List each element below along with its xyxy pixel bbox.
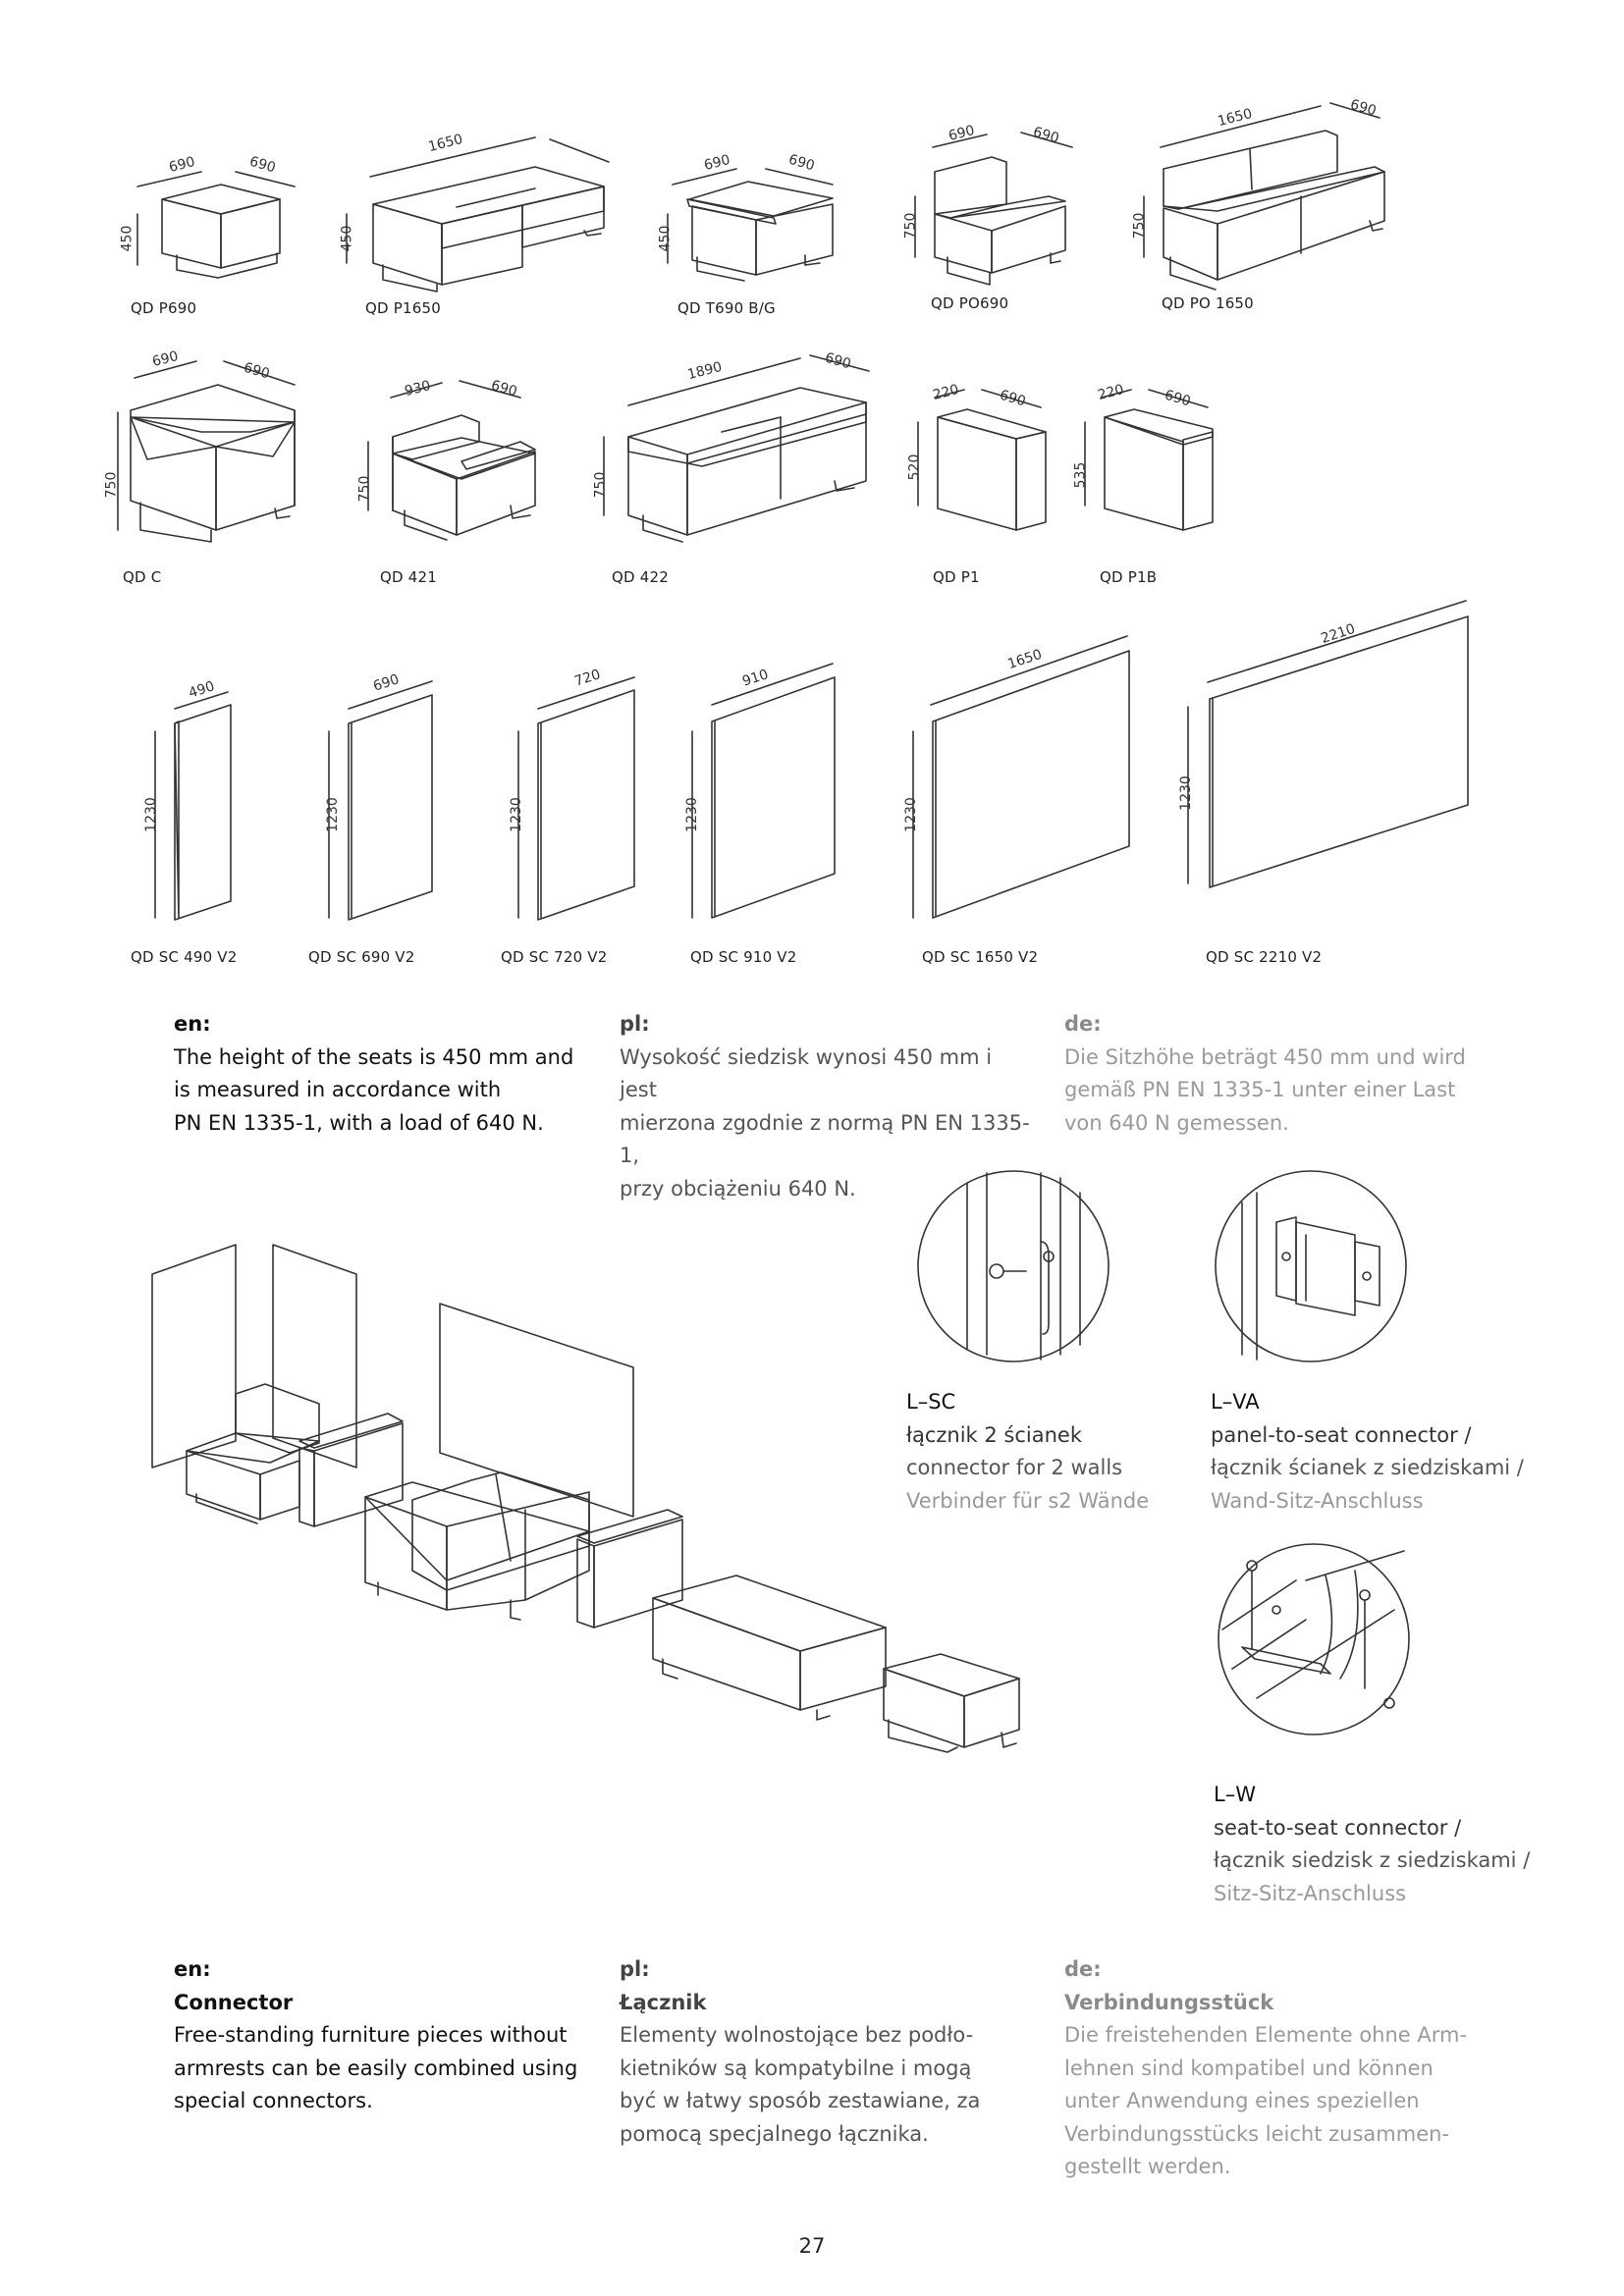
screen-code: QD SC 1650 V2 [922, 948, 1039, 966]
dim: 1230 [324, 797, 341, 832]
dim: 1230 [142, 797, 159, 832]
dim: 930 [403, 378, 433, 400]
drawing-qd-421 [367, 380, 536, 541]
drawing-qd-po690 [914, 132, 1073, 286]
drawing-qd-sc-690 [328, 680, 433, 921]
dim: 2210 [1319, 620, 1358, 648]
dim: 690 [1163, 387, 1193, 410]
drawing-qd-p1b [1084, 389, 1214, 531]
dim: 1650 [426, 131, 465, 156]
dim: 1650 [1216, 105, 1255, 131]
drawing-qd-po1650 [1143, 102, 1385, 291]
dim: 690 [150, 348, 181, 370]
seat-note-de: de: Die Sitzhöhe beträgt 450 mm und wird… [1064, 1012, 1466, 1135]
drawing-qd-p1 [917, 389, 1047, 531]
detail-l-w [1218, 1543, 1410, 1735]
dim: 720 [572, 667, 603, 690]
product-code: QD 422 [612, 568, 669, 586]
dim: 750 [1131, 212, 1148, 240]
drawing-qd-p1650 [346, 136, 610, 293]
dim: 220 [931, 382, 961, 403]
drawing-qd-sc-1650 [912, 635, 1130, 919]
dim: 690 [947, 123, 977, 144]
dim: 520 [906, 454, 923, 481]
dim: 690 [242, 359, 272, 383]
dim: 1230 [1177, 775, 1194, 811]
product-code: QD 421 [380, 568, 437, 586]
drawing-qd-t690 [667, 168, 834, 282]
dim: 535 [1072, 461, 1089, 489]
connector-l-va: L–VA panel-to-seat connector / łącznik ś… [1211, 1390, 1524, 1513]
product-code: QD P690 [131, 299, 197, 317]
dim: 1230 [508, 797, 524, 832]
drawing-combination-scene [151, 1244, 1020, 1753]
dim: 750 [592, 471, 609, 499]
screen-code: QD SC 690 V2 [308, 948, 415, 966]
drawing-qd-sc-2210 [1187, 600, 1469, 888]
drawing-qd-c [117, 360, 296, 543]
product-code: QD P1650 [365, 299, 441, 317]
screen-code: QD SC 490 V2 [131, 948, 238, 966]
product-code: QD T690 B/G [677, 299, 776, 317]
connector-note-en: en: Connector Free-standing furniture pi… [174, 1957, 578, 2112]
product-code: QD P1 [933, 568, 980, 586]
dim: 690 [1031, 124, 1061, 147]
dim: 450 [657, 225, 674, 252]
drawing-qd-sc-910 [691, 663, 836, 919]
dim: 450 [119, 225, 135, 252]
dim: 690 [823, 349, 853, 373]
page-number: 27 [798, 2234, 826, 2258]
connector-note-pl: pl: Łącznik Elementy wolnostojące bez po… [620, 1957, 981, 2146]
dim: 690 [167, 154, 197, 176]
dimension-labels: 690 690 450 1650 450 690 690 450 690 690… [0, 0, 1624, 982]
dim: 690 [786, 151, 817, 175]
drawing-qd-sc-490 [154, 691, 232, 921]
screen-code: QD SC 910 V2 [690, 948, 797, 966]
dim: 690 [702, 152, 732, 174]
product-code: QD C [123, 568, 162, 586]
dim: 750 [356, 475, 373, 503]
dim: 1230 [902, 797, 919, 832]
dim: 1230 [683, 797, 700, 832]
dim: 690 [247, 153, 278, 177]
drawing-qd-sc-720 [517, 676, 635, 921]
detail-l-sc [917, 1170, 1110, 1362]
screen-code: QD SC 2210 V2 [1206, 948, 1323, 966]
dim: 750 [902, 212, 919, 240]
dim: 220 [1096, 382, 1126, 403]
detail-l-va [1215, 1170, 1407, 1362]
product-code: QD P1B [1100, 568, 1158, 586]
seat-note-en: en: The height of the seats is 450 mm an… [174, 1012, 574, 1135]
dim: 690 [998, 387, 1028, 410]
dim: 490 [187, 678, 217, 702]
dim: 1650 [1005, 646, 1045, 673]
dim: 1890 [685, 358, 725, 384]
dim: 910 [740, 667, 771, 690]
connector-l-sc: L–SC łącznik 2 ścianek connector for 2 w… [906, 1390, 1150, 1513]
connector-l-w: L–W seat-to-seat connector / łącznik sie… [1214, 1783, 1531, 1905]
dim: 690 [1348, 96, 1379, 120]
drawing-qd-p690 [136, 171, 296, 279]
drawing-qd-422 [603, 354, 870, 543]
product-code: QD PO690 [931, 294, 1009, 312]
dim: 690 [371, 671, 402, 695]
connector-note-de: de: Verbindungsstück Die freistehenden E… [1064, 1957, 1468, 2178]
screen-code: QD SC 720 V2 [501, 948, 608, 966]
seat-note-pl: pl: Wysokość siedzisk wynosi 450 mm i je… [620, 1012, 1030, 1201]
product-code: QD PO 1650 [1162, 294, 1254, 312]
dim: 450 [339, 225, 355, 252]
dim: 750 [103, 471, 120, 499]
dim: 690 [489, 377, 519, 400]
